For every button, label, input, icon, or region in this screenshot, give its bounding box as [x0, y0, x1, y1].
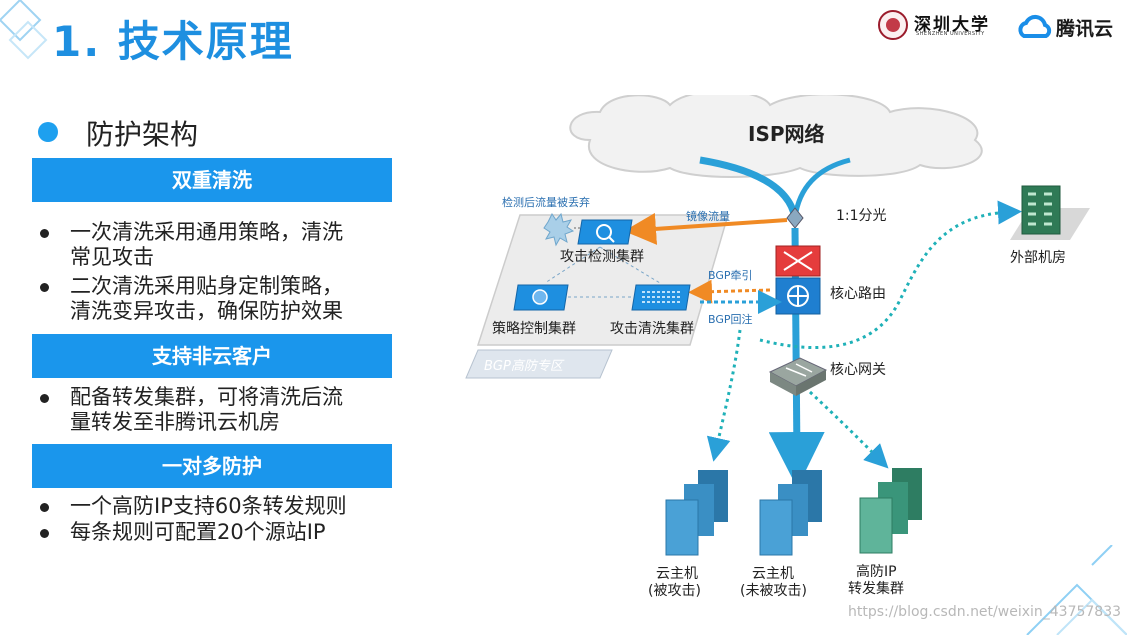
corner-decoration-bottom — [1026, 545, 1127, 635]
block-heading-dual-cleaning: 双重清洗 — [32, 158, 392, 202]
clean-cluster-icon — [631, 284, 691, 311]
policy-cluster-label: 策略控制集群 — [492, 321, 576, 337]
section-title: 防护架构 — [86, 118, 199, 151]
clean-cluster-label: 攻击清洗集群 — [610, 321, 694, 337]
bgp-pull-label: BGP牵引 — [708, 269, 753, 282]
cloud-logo-icon — [1018, 14, 1052, 38]
bgp-zone — [476, 214, 730, 346]
slide-title: 1. 技术原理 — [52, 17, 294, 66]
architecture-diagram — [465, 95, 1090, 556]
core-router-icon — [775, 245, 821, 315]
mirror-flow — [624, 212, 788, 245]
isp-link-left — [699, 156, 799, 219]
splitter-label: 1:1分光 — [836, 208, 887, 224]
zone-label: BGP高防专区 — [484, 359, 563, 374]
company-name: 腾讯云 — [1056, 18, 1114, 40]
server-stack-normal-icon — [759, 470, 822, 556]
route-to-forward — [808, 390, 889, 469]
host-normal-sub: (未被攻击) — [740, 583, 807, 599]
bgp-zone-tab — [465, 349, 613, 379]
host-normal-label: 云主机 — [752, 566, 794, 582]
core-gateway-label: 核心网关 — [830, 362, 886, 378]
building-icon — [1010, 185, 1090, 240]
external-label: 外部机房 — [1010, 250, 1066, 266]
policy-cluster-icon — [513, 284, 569, 311]
route-to-attacked — [706, 329, 742, 462]
bgp-reinject-label: BGP回注 — [708, 313, 753, 326]
bgp-pull-flow — [688, 279, 771, 304]
host-attacked-label: 云主机 — [656, 566, 698, 582]
university-logo: 深圳大学 SHENZHEN UNIVERSITY — [878, 10, 998, 42]
watermark: https://blog.csdn.net/weixin_43757833 — [848, 604, 1122, 620]
isp-label: ISP网络 — [748, 122, 825, 146]
university-name: 深圳大学 — [914, 15, 990, 35]
zone-link — [544, 246, 601, 284]
discard-burst-icon — [543, 212, 575, 247]
seal-icon — [878, 10, 908, 40]
forward-sub: 转发集群 — [848, 581, 904, 597]
mirror-label: 镜像流量 — [686, 210, 730, 223]
forward-label: 高防IP — [856, 564, 897, 580]
discard-label: 检测后流量被丢弃 — [502, 196, 590, 209]
section-bullet — [38, 122, 58, 142]
block-heading-one-to-many: 一对多防护 — [32, 444, 392, 488]
core-gateway-icon — [768, 357, 828, 396]
host-attacked-sub: (被攻击) — [648, 583, 701, 599]
core-router-label: 核心路由 — [830, 286, 886, 302]
route-to-external — [759, 200, 1022, 350]
university-name-en: SHENZHEN UNIVERSITY — [916, 31, 985, 37]
detect-cluster-icon — [577, 219, 633, 245]
isp-cloud — [569, 95, 983, 178]
server-stack-attacked-icon — [665, 470, 728, 556]
block-heading-non-cloud: 支持非云客户 — [32, 334, 392, 378]
detect-cluster-label: 攻击检测集群 — [560, 249, 644, 265]
corner-decoration — [0, 0, 48, 60]
server-stack-forward-icon — [859, 468, 922, 554]
splitter-icon — [786, 207, 804, 229]
